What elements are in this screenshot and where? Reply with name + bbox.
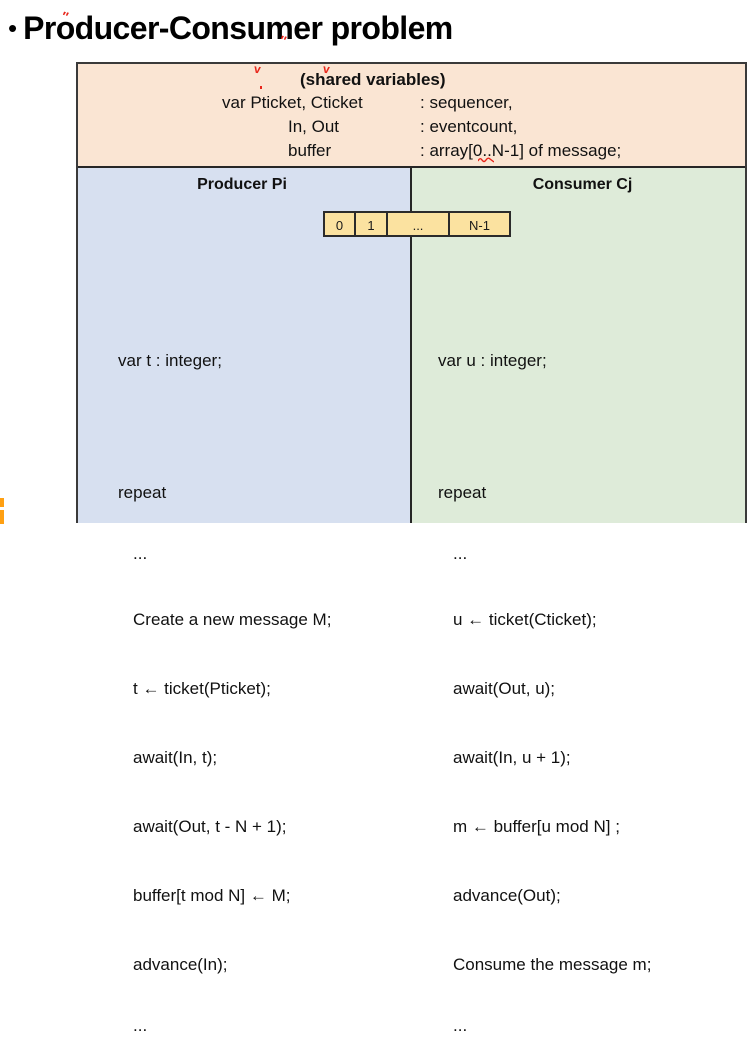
shared-variable-type: : array[0..N-1] of message; [420, 139, 621, 163]
code-line: Create a new message M; [133, 610, 332, 629]
code-line: await(In, t); [133, 748, 218, 767]
shared-variable-name: In, Out [288, 117, 340, 136]
buffer-cell: 0 [323, 211, 355, 237]
producer-consumer-table: (shared variables) var Pticket, Cticket … [76, 62, 747, 1034]
code-line: repeat [438, 483, 487, 502]
code-line: repeat [118, 483, 167, 502]
code-line: Consume the message m; [453, 955, 652, 974]
left-edge-marker-icon [0, 498, 4, 524]
shared-variable-type: : eventcount, [420, 117, 518, 136]
code-line-ellipsis: ... [133, 544, 148, 563]
shared-variable-row: var Pticket, Cticket v v : sequencer, [222, 62, 621, 115]
page-title: • Producer-Consumer problem ′′ ′′ [8, 8, 453, 48]
code-line: m ← buffer[u mod N] ; [453, 817, 620, 836]
code-line: var u : integer; [438, 351, 547, 370]
code-line: await(Out, u); [453, 679, 556, 698]
code-line-ellipsis: ... [453, 544, 468, 563]
shared-variables-panel: (shared variables) var Pticket, Cticket … [78, 62, 745, 168]
shared-variable-row: buffer : array[0..N-1] of message; [222, 139, 621, 163]
code-line: var t : integer; [118, 351, 222, 370]
code-line: buffer[t mod N] ← M; [133, 886, 291, 905]
shared-variables-title: (shared variables) [300, 70, 446, 89]
code-line: t ← ticket(Pticket); [133, 679, 271, 698]
code-line-blank [438, 418, 651, 435]
producer-code-block: var t : integer; repeat ... Create a new… [118, 303, 331, 1062]
proof-dot-icon [260, 86, 262, 89]
title-bullet-icon: • [8, 13, 18, 43]
code-line: await(Out, t - N + 1); [133, 817, 287, 836]
code-line: await(In, u + 1); [453, 748, 571, 767]
shared-variable-name: var Pticket, Cticket [222, 93, 363, 112]
consumer-heading: Consumer Cj [532, 176, 633, 193]
page-title-text: Producer-Consumer problem [23, 10, 453, 46]
shared-variable-row: In, Out : eventcount, [222, 115, 621, 139]
buffer-cell: N-1 [449, 211, 511, 237]
producer-heading: Producer Pi [197, 176, 287, 193]
code-line: advance(In); [133, 955, 228, 974]
shared-variable-type: : sequencer, [420, 93, 513, 112]
code-line: advance(Out); [453, 886, 561, 905]
buffer-cell: 1 [355, 211, 387, 237]
code-line-blank [118, 418, 331, 435]
consumer-code-block: var u : integer; repeat ... u ← ticket(C… [438, 303, 651, 1062]
shared-variable-name: buffer [288, 141, 332, 160]
code-line-ellipsis: ... [453, 1016, 468, 1035]
buffer-cell: ... [387, 211, 449, 237]
code-line: u ← ticket(Cticket); [453, 610, 597, 629]
buffer-array-diagram: 0 1 ... N-1 [323, 211, 511, 237]
code-line-ellipsis: ... [133, 1016, 148, 1035]
proof-mark-icon: v [253, 61, 262, 77]
squiggle-underline-icon [478, 157, 494, 163]
